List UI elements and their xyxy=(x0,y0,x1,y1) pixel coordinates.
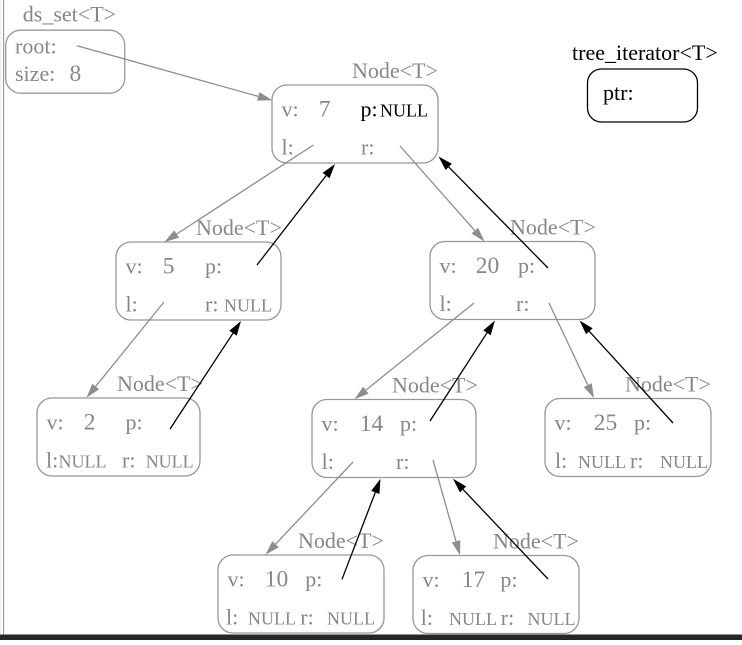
svg-text:7: 7 xyxy=(319,97,331,123)
svg-text:l:: l: xyxy=(440,291,452,316)
svg-text:v:: v: xyxy=(282,97,299,122)
svg-text:NULL: NULL xyxy=(528,609,576,629)
svg-text:r:: r: xyxy=(630,448,643,473)
svg-text:8: 8 xyxy=(70,61,82,87)
svg-text:l:: l: xyxy=(126,292,138,317)
svg-text:ptr:: ptr: xyxy=(603,80,634,105)
svg-text:NULL: NULL xyxy=(224,296,272,316)
svg-text:r:: r: xyxy=(205,292,218,317)
svg-text:l:: l: xyxy=(322,449,334,474)
svg-text:root:: root: xyxy=(15,33,57,58)
svg-text:r:: r: xyxy=(300,605,313,630)
svg-text:NULL: NULL xyxy=(449,609,497,629)
svg-text:Node<T>: Node<T> xyxy=(392,373,478,398)
svg-text:p:: p: xyxy=(126,410,143,435)
svg-text:l:: l: xyxy=(46,448,58,473)
svg-text:NULL: NULL xyxy=(327,609,375,629)
svg-text:Node<T>: Node<T> xyxy=(352,58,438,83)
svg-text:p:: p: xyxy=(500,567,517,592)
svg-text:l:: l: xyxy=(226,605,238,630)
svg-text:17: 17 xyxy=(462,567,486,593)
svg-text:size:: size: xyxy=(15,61,55,86)
svg-text:p:: p: xyxy=(518,253,535,278)
svg-text:r:: r: xyxy=(361,135,374,160)
svg-text:p:: p: xyxy=(400,411,417,436)
svg-text:NULL: NULL xyxy=(59,452,107,472)
svg-text:5: 5 xyxy=(163,254,175,280)
svg-text:Node<T>: Node<T> xyxy=(298,528,384,553)
svg-text:r:: r: xyxy=(396,449,409,474)
svg-text:v:: v: xyxy=(423,567,440,592)
svg-text:NULL: NULL xyxy=(248,609,296,629)
svg-text:l:: l: xyxy=(555,448,567,473)
svg-text:NULL: NULL xyxy=(578,452,626,472)
svg-text:Node<T>: Node<T> xyxy=(510,215,596,240)
svg-text:Node<T>: Node<T> xyxy=(117,371,203,396)
svg-text:v:: v: xyxy=(47,410,64,435)
svg-text:v:: v: xyxy=(322,411,339,436)
svg-text:v:: v: xyxy=(126,254,143,279)
svg-text:r:: r: xyxy=(122,448,135,473)
svg-text:NULL: NULL xyxy=(660,452,708,472)
svg-text:tree_iterator<T>: tree_iterator<T> xyxy=(572,40,718,65)
svg-text:r:: r: xyxy=(501,605,514,630)
svg-text:v:: v: xyxy=(555,410,572,435)
svg-text:r:: r: xyxy=(516,291,529,316)
svg-text:v:: v: xyxy=(440,253,457,278)
svg-text:p:: p: xyxy=(205,254,222,279)
svg-text:NULL: NULL xyxy=(380,101,428,121)
svg-text:p:: p: xyxy=(634,410,651,435)
svg-text:l:: l: xyxy=(421,605,433,630)
svg-text:Node<T>: Node<T> xyxy=(196,215,282,240)
svg-text:l:: l: xyxy=(282,135,294,160)
svg-text:p:: p: xyxy=(305,567,322,592)
svg-text:Node<T>: Node<T> xyxy=(625,372,711,397)
svg-text:NULL: NULL xyxy=(146,452,194,472)
svg-text:Node<T>: Node<T> xyxy=(493,529,579,554)
svg-text:2: 2 xyxy=(84,410,96,436)
svg-text:v:: v: xyxy=(228,567,245,592)
svg-text:10: 10 xyxy=(265,567,289,593)
svg-text:20: 20 xyxy=(476,253,500,279)
svg-text:ds_set<T>: ds_set<T> xyxy=(23,1,116,26)
svg-text:p:: p: xyxy=(361,97,378,122)
svg-text:25: 25 xyxy=(594,410,618,436)
svg-text:14: 14 xyxy=(360,411,384,437)
